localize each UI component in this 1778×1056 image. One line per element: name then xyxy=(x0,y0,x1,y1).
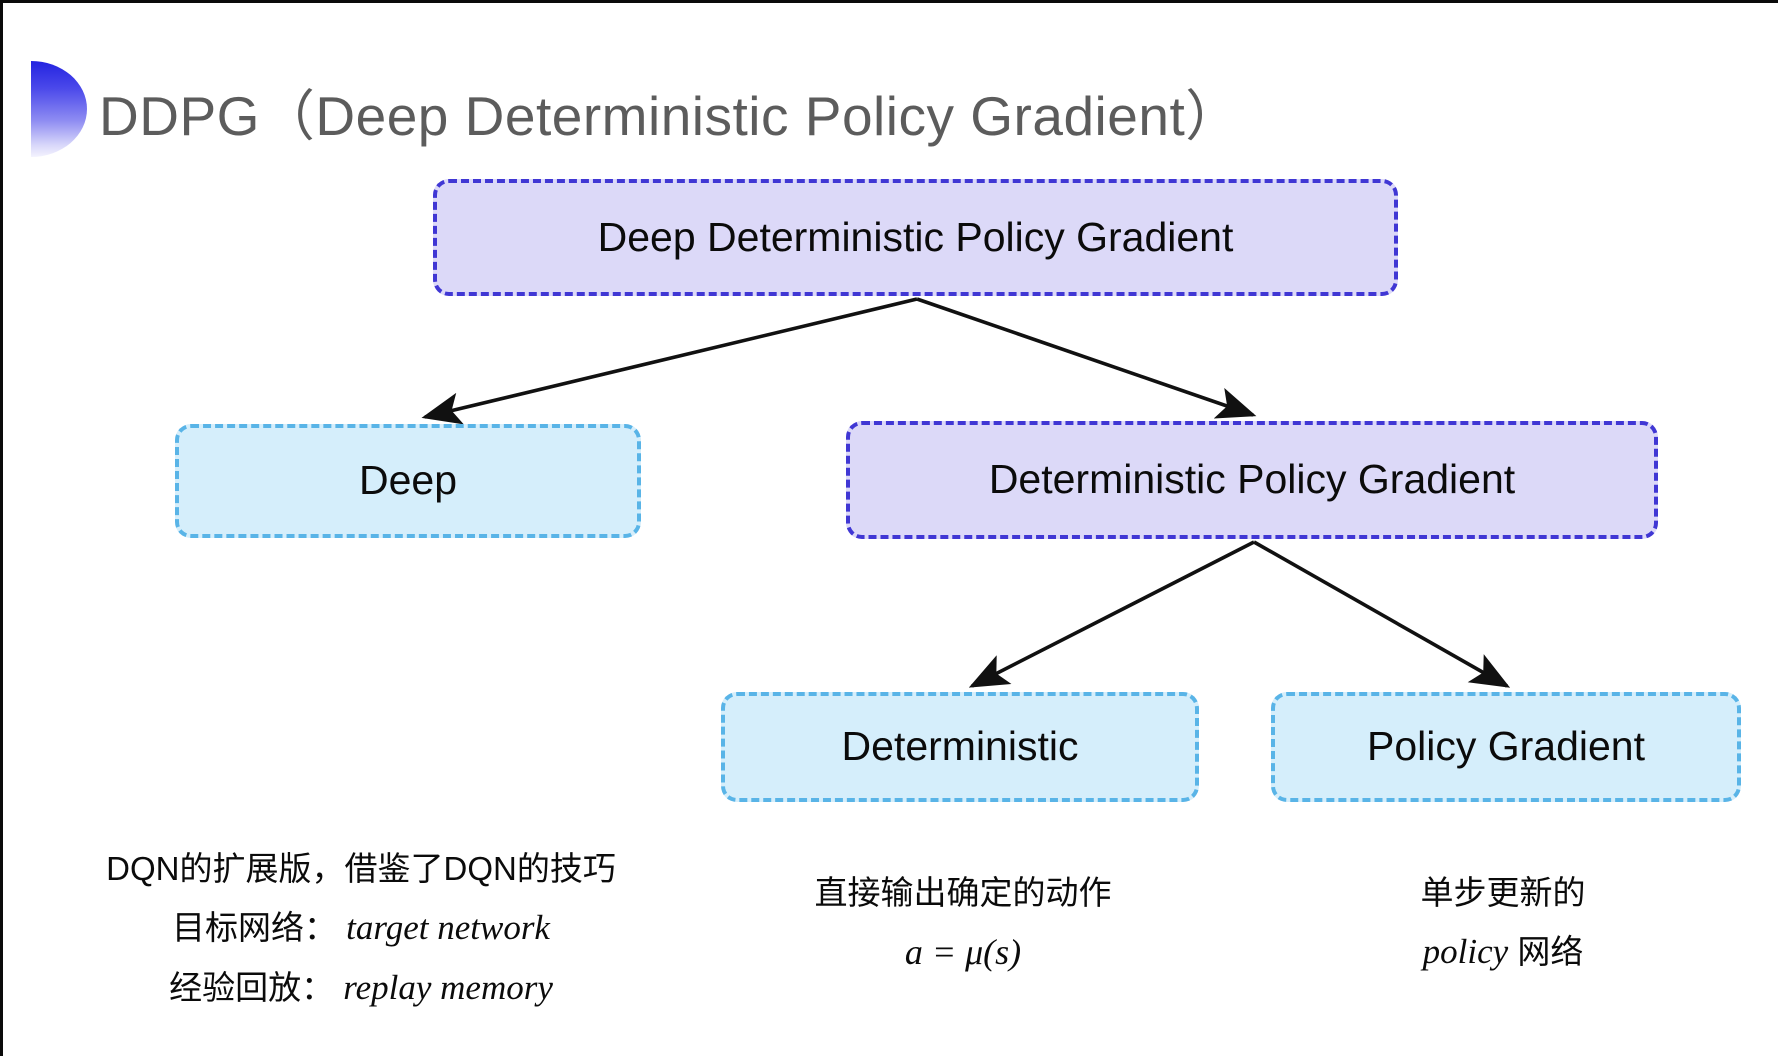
node-deep[interactable]: Deep xyxy=(175,424,641,538)
node-deterministic-policy-gradient[interactable]: Deterministic Policy Gradient xyxy=(846,421,1658,539)
annotation-policy-gradient-line2: policy 网络 xyxy=(1421,922,1586,982)
node-deterministic[interactable]: Deterministic xyxy=(721,692,1199,802)
annotation-deterministic-formula: a = μ(s) xyxy=(904,931,1022,972)
annotation-deterministic-line1: 直接输出确定的动作 xyxy=(814,874,1112,911)
annotation-deterministic: 直接输出确定的动作 a = μ(s) xyxy=(815,865,1112,984)
annotation-deep-line2: 目标网络： target network xyxy=(106,898,616,958)
annotation-deep-line3: 经验回放： replay memory xyxy=(106,958,616,1018)
page-title: DDPG（Deep Deterministic Policy Gradient） xyxy=(99,85,1241,147)
annotation-policy-gradient-suffix: 网络 xyxy=(1508,932,1584,970)
node-deep-deterministic-policy-gradient[interactable]: Deep Deterministic Policy Gradient xyxy=(433,179,1398,296)
node-policy-gradient[interactable]: Policy Gradient xyxy=(1271,692,1741,802)
annotation-deep-line1: DQN的扩展版，借鉴了DQN的技巧 xyxy=(106,850,616,887)
annotation-policy-gradient: 单步更新的 policy 网络 xyxy=(1421,865,1586,982)
annotation-policy-gradient-line1: 单步更新的 xyxy=(1420,874,1586,911)
half-circle-gradient-icon xyxy=(31,61,87,157)
edge-root-to-deep xyxy=(421,297,918,425)
annotation-deep-line3-label: 经验回放： xyxy=(169,968,335,1006)
annotation-policy-gradient-term: policy xyxy=(1422,931,1509,971)
annotation-deep-line2-term: target network xyxy=(346,907,550,947)
edge-dpg-to-policy-gradient xyxy=(1253,540,1511,688)
edge-root-to-dpg xyxy=(916,297,1257,419)
annotation-deep: DQN的扩展版，借鉴了DQN的技巧 目标网络： target network 经… xyxy=(106,841,616,1018)
annotation-deep-line3-term: replay memory xyxy=(343,967,553,1007)
edge-dpg-to-deterministic xyxy=(968,540,1255,688)
annotation-deep-line2-label: 目标网络： xyxy=(171,908,337,946)
